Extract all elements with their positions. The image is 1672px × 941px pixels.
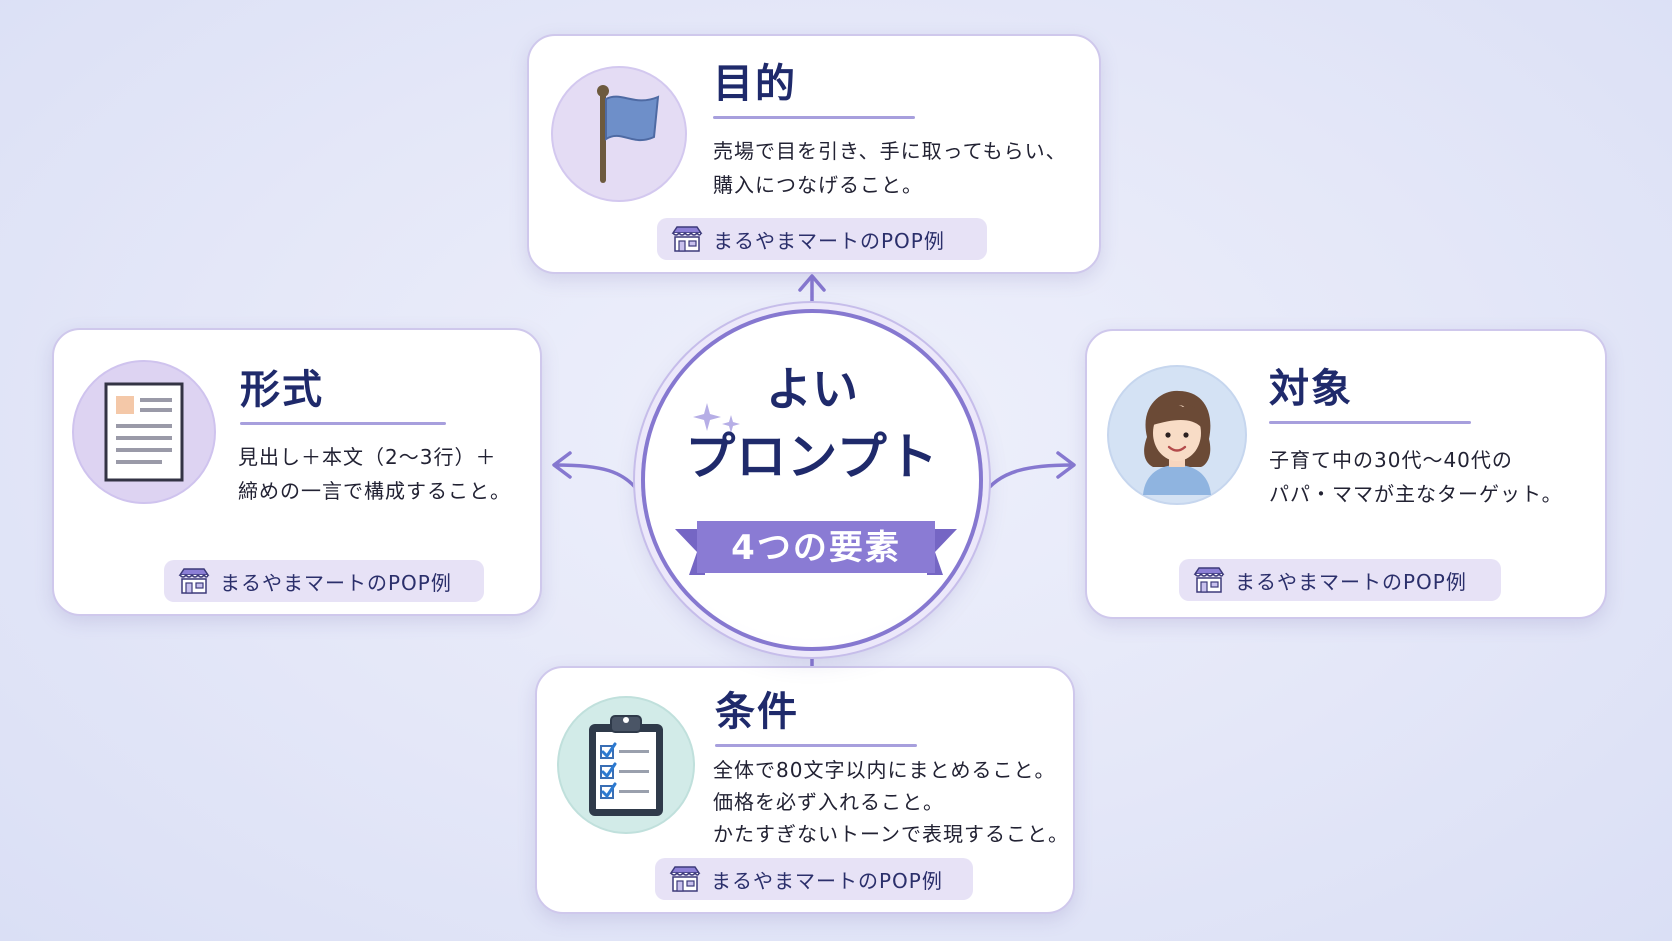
ribbon-banner-shape <box>675 521 957 575</box>
purpose-pill-label: まるやまマートのPOP例 <box>713 228 945 253</box>
card-format: 形式 見出し＋本文（2〜3行）＋ 締めの一言で構成すること。 まるやまマートのP… <box>52 328 542 616</box>
conditions-description: 全体で80文字以内にまとめること。 価格を必ず入れること。 かたすぎないトーンで… <box>713 754 1069 850</box>
target-title-rule <box>1269 421 1471 424</box>
arrow-to-format <box>553 463 643 497</box>
target-pill-label: まるやまマートのPOP例 <box>1235 569 1467 594</box>
arrowhead-purpose <box>798 274 826 292</box>
format-pill-label: まるやまマートのPOP例 <box>220 570 452 595</box>
conditions-title: 条件 <box>715 689 799 735</box>
flag-icon <box>597 85 660 183</box>
target-line-2: パパ・ママが主なターゲット。 <box>1269 482 1563 506</box>
format-title: 形式 <box>240 367 324 413</box>
format-icon-circle <box>72 360 216 504</box>
purpose-line-2: 購入につなげること。 <box>713 173 923 197</box>
purpose-title-rule <box>713 116 915 119</box>
card-purpose: 目的 売場で目を引き、手に取ってもらい、 購入につなげること。 まるやまマートの… <box>527 34 1101 274</box>
purpose-line-1: 売場で目を引き、手に取ってもらい、 <box>713 139 1067 163</box>
target-icon-circle <box>1107 365 1247 505</box>
conditions-line-3: かたすぎないトーンで表現すること。 <box>713 822 1069 846</box>
hub-ribbon: 4つの要素 <box>675 519 957 579</box>
format-description: 見出し＋本文（2〜3行）＋ 締めの一言で構成すること。 <box>238 440 511 508</box>
hub-title-line-1: よい <box>766 362 858 416</box>
arrow-to-target <box>981 463 1075 497</box>
conditions-pill-label: まるやまマートのPOP例 <box>711 868 943 893</box>
store-icon <box>1193 567 1225 593</box>
document-icon <box>104 382 184 482</box>
conditions-line-1: 全体で80文字以内にまとめること。 <box>713 758 1056 782</box>
person-avatar-icon <box>1143 390 1211 495</box>
conditions-pop-example-button[interactable]: まるやまマートのPOP例 <box>655 858 973 900</box>
conditions-title-rule <box>715 744 917 747</box>
central-hub: よい プロンプト 4つの要素 <box>641 309 983 651</box>
purpose-description: 売場で目を引き、手に取ってもらい、 購入につなげること。 <box>713 134 1067 202</box>
target-line-1: 子育て中の30代〜40代の <box>1269 448 1513 472</box>
target-title: 対象 <box>1269 366 1353 412</box>
conditions-line-2: 価格を必ず入れること。 <box>713 790 944 814</box>
clipboard-checklist-icon <box>589 715 663 816</box>
target-pop-example-button[interactable]: まるやまマートのPOP例 <box>1179 559 1501 601</box>
purpose-title: 目的 <box>713 61 797 107</box>
format-line-1: 見出し＋本文（2〜3行）＋ <box>238 445 497 469</box>
card-target: 対象 子育て中の30代〜40代の パパ・ママが主なターゲット。 まるやまマートの… <box>1085 329 1607 619</box>
purpose-pop-example-button[interactable]: まるやまマートのPOP例 <box>657 218 987 260</box>
conditions-icon-circle <box>557 696 695 834</box>
format-pop-example-button[interactable]: まるやまマートのPOP例 <box>164 560 484 602</box>
store-icon <box>669 866 701 892</box>
store-icon <box>178 568 210 594</box>
sparkle-icon <box>693 403 740 433</box>
purpose-icon-circle <box>551 66 687 202</box>
store-icon <box>671 226 703 252</box>
arrowhead-format <box>552 451 572 479</box>
arrowhead-target <box>1056 451 1076 479</box>
target-description: 子育て中の30代〜40代の パパ・ママが主なターゲット。 <box>1269 443 1563 511</box>
hub-title-line-2: プロンプト <box>685 428 939 486</box>
hub-ribbon-text: 4つの要素 <box>731 528 901 568</box>
card-conditions: 条件 全体で80文字以内にまとめること。 価格を必ず入れること。 かたすぎないト… <box>535 666 1075 914</box>
format-title-rule <box>240 422 446 425</box>
format-line-2: 締めの一言で構成すること。 <box>238 479 511 503</box>
